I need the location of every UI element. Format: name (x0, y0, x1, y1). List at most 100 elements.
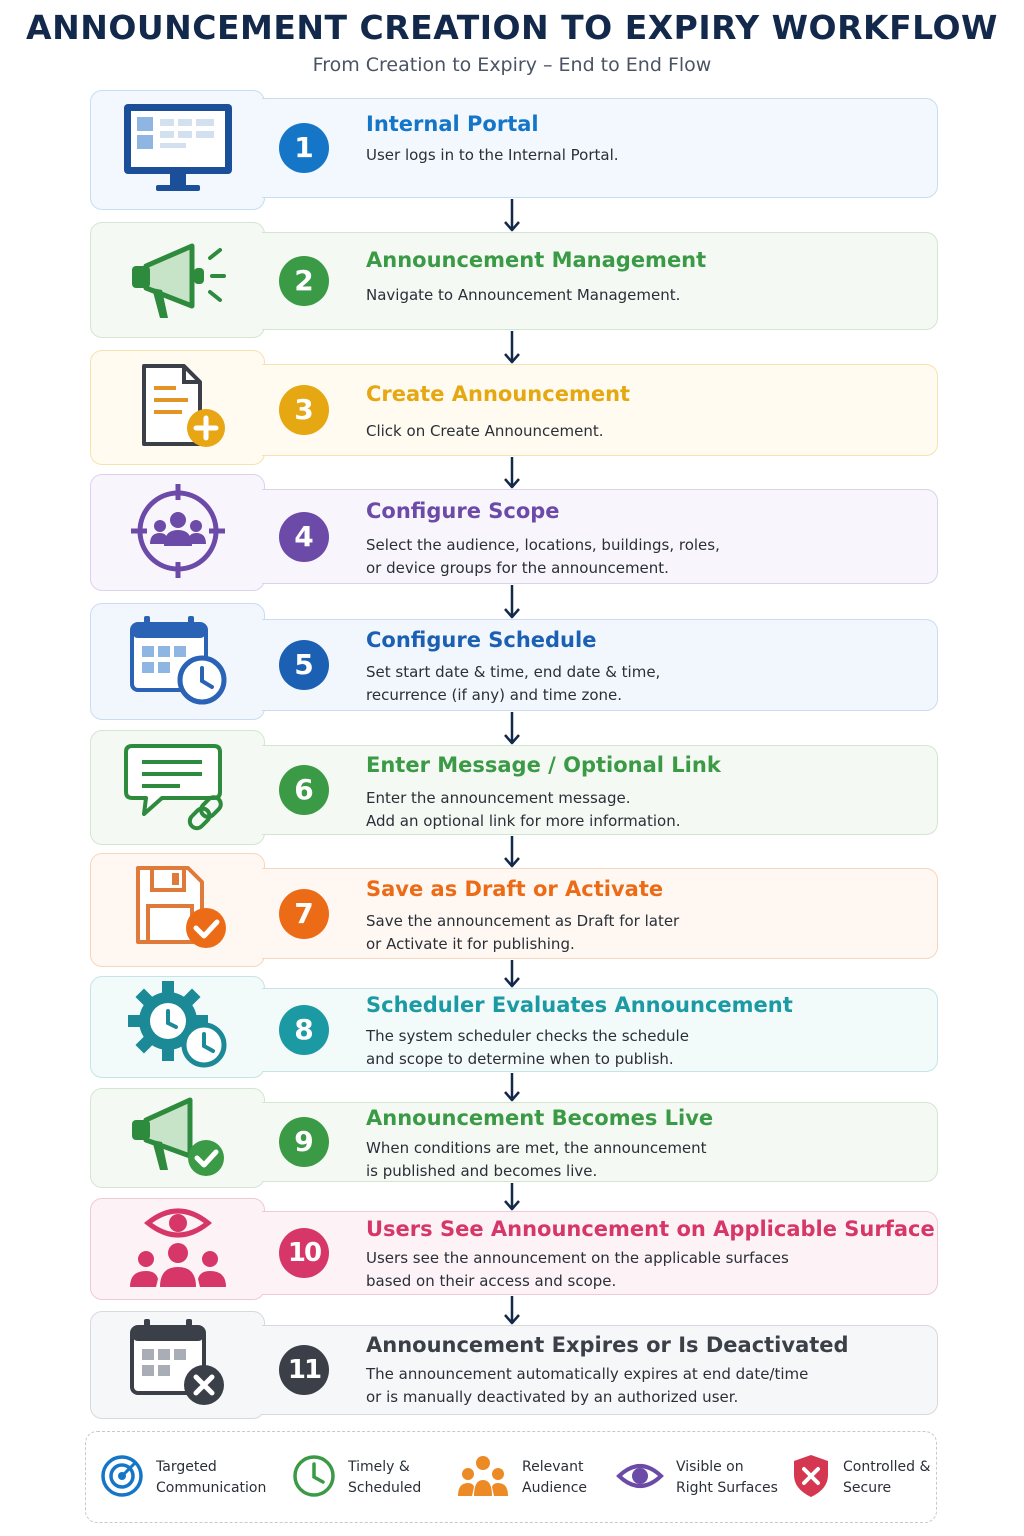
step-title: Configure Scope (366, 499, 560, 523)
feature-item: Timely & Scheduled (292, 1432, 421, 1524)
feature-label-line: Audience (522, 1480, 588, 1496)
step-description: Users see the announcement on the applic… (366, 1247, 789, 1292)
step-description: Navigate to Announcement Management. (366, 284, 680, 307)
feature-label-line: Scheduled (348, 1480, 422, 1496)
save-check-icon (122, 862, 234, 958)
flow-arrow-down-icon (502, 198, 522, 232)
step-description-line: based on their access and scope. (366, 1271, 617, 1290)
step-info-card (262, 745, 938, 835)
step-title: Scheduler Evaluates Announcement (366, 993, 793, 1017)
step-title: Create Announcement (366, 382, 631, 406)
step-description: Save the announcement as Draft for later… (366, 910, 679, 955)
step-info-card (262, 232, 938, 330)
step-icon-card (90, 976, 265, 1078)
step-icon-card (90, 1311, 265, 1419)
step-description: The system scheduler checks the schedule… (366, 1025, 689, 1070)
feature-label: Timely & Scheduled (348, 1457, 421, 1499)
step-number-badge: 11 (279, 1345, 329, 1395)
step-number-badge: 3 (279, 385, 329, 435)
step-title: Configure Schedule (366, 628, 597, 652)
step-title: Enter Message / Optional Link (366, 753, 721, 777)
flow-arrow-down-icon (502, 584, 522, 619)
calendar-clock-icon (122, 614, 234, 710)
step-number-badge: 7 (279, 888, 329, 939)
step-description: Click on Create Announcement. (366, 420, 604, 443)
step-number-badge: 1 (279, 123, 329, 173)
step-info-card (262, 868, 938, 959)
document-add-icon (122, 360, 234, 456)
flow-arrow-down-icon (502, 959, 522, 988)
eye-icon (616, 1454, 664, 1502)
step-icon-card (90, 853, 265, 967)
step-info-card (262, 489, 938, 584)
step-description: User logs in to the Internal Portal. (366, 144, 619, 167)
calendar-x-icon (122, 1317, 234, 1413)
step-description-line: Enter the announcement message. (366, 789, 631, 807)
step-icon-card (90, 222, 265, 338)
step-description-line: and scope to determine when to publish. (366, 1049, 674, 1068)
feature-label-line: Relevant (522, 1459, 584, 1475)
step-description: Select the audience, locations, building… (366, 534, 720, 579)
step-description-line: User logs in to the Internal Portal. (366, 146, 619, 164)
step-icon-card (90, 90, 265, 210)
eye-users-icon (122, 1201, 234, 1297)
feature-label-line: Targeted (156, 1459, 217, 1475)
step-number-badge: 2 (279, 256, 329, 306)
gear-clock-icon (122, 979, 234, 1075)
step-number-badge: 4 (279, 511, 329, 562)
step-description-line: or is manually deactivated by an authori… (366, 1387, 739, 1406)
step-number-badge: 6 (279, 765, 329, 815)
flow-arrow-down-icon (502, 1182, 522, 1211)
flow-arrow-down-icon (502, 711, 522, 745)
flow-arrow-down-icon (502, 456, 522, 489)
step-description-line: or device groups for the announcement. (366, 558, 669, 577)
flow-arrow-down-icon (502, 1072, 522, 1102)
flow-arrow-down-icon (502, 1295, 522, 1325)
step-title: Announcement Management (366, 248, 707, 272)
clock-icon (292, 1454, 336, 1502)
step-description-line: Add an optional link for more informatio… (366, 811, 681, 830)
step-description: Enter the announcement message. Add an op… (366, 787, 681, 832)
step-number-badge: 5 (279, 640, 329, 690)
step-icon-card (90, 730, 265, 845)
step-icon-card (90, 1088, 265, 1188)
step-description-line: recurrence (if any) and time zone. (366, 685, 623, 704)
step-icon-card (90, 350, 265, 465)
step-description-line: Click on Create Announcement. (366, 422, 604, 440)
step-description-line: Navigate to Announcement Management. (366, 286, 681, 304)
step-info-card (262, 1102, 938, 1182)
feature-label-line: Timely & (348, 1459, 410, 1475)
step-description-line: The announcement automatically expires a… (366, 1365, 809, 1383)
step-description: The announcement automatically expires a… (366, 1363, 808, 1408)
step-info-card (262, 98, 938, 198)
message-link-icon (122, 740, 234, 836)
step-description-line: Select the audience, locations, building… (366, 536, 720, 554)
step-info-card (262, 1325, 938, 1415)
step-title: Announcement Becomes Live (366, 1106, 714, 1130)
step-description-line: When conditions are met, the announcemen… (366, 1139, 707, 1157)
step-icon-card (90, 603, 265, 720)
page-title: ANNOUNCEMENT CREATION TO EXPIRY WORKFLOW (26, 8, 998, 47)
step-description-line: Users see the announcement on the applic… (366, 1249, 789, 1267)
step-icon-card (90, 1198, 265, 1300)
megaphone-icon (122, 232, 234, 328)
step-description-line: Set start date & time, end date & time, (366, 663, 661, 681)
audience-target-icon (122, 482, 234, 584)
feature-label-line: Visible on (676, 1459, 744, 1475)
step-info-card (262, 1211, 938, 1295)
step-description-line: Save the announcement as Draft for later (366, 912, 680, 930)
step-number-badge: 9 (279, 1117, 329, 1167)
step-description-line: The system scheduler checks the schedule (366, 1027, 689, 1045)
